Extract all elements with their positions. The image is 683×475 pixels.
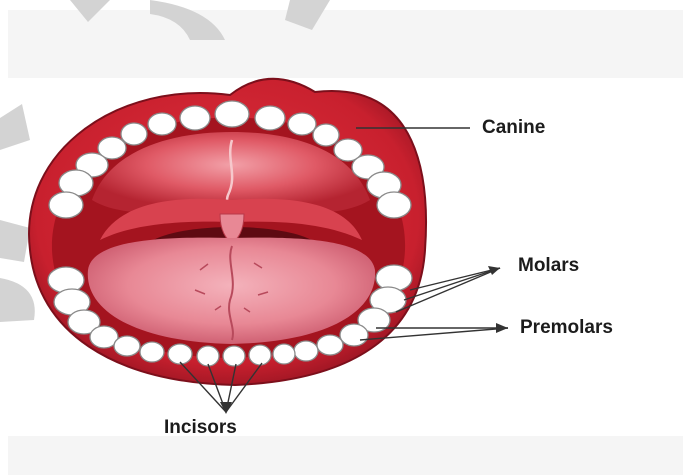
label-premolars: Premolars xyxy=(520,318,613,337)
watermark-stroke-3 xyxy=(285,0,330,30)
tooth-upper-3 xyxy=(255,106,285,130)
tooth-upper-7 xyxy=(313,124,339,146)
arrowhead-premolars xyxy=(496,323,508,333)
tooth-lower-16 xyxy=(249,345,271,365)
tooth-upper-4 xyxy=(148,113,176,135)
tooth-upper-5 xyxy=(288,113,316,135)
label-incisors: Incisors xyxy=(164,418,237,437)
watermark-stroke-2 xyxy=(150,0,225,40)
tooth-lower-15 xyxy=(223,346,245,366)
watermark-stroke-5 xyxy=(0,220,30,262)
watermark-stroke-1 xyxy=(70,0,110,22)
tooth-lower-14 xyxy=(197,346,219,366)
tooth-lower-9 xyxy=(114,336,140,356)
tooth-upper-6 xyxy=(121,123,147,145)
tooth-upper-15 xyxy=(377,192,411,218)
label-molars: Molars xyxy=(518,256,579,275)
watermark-stroke-6 xyxy=(0,278,35,322)
tooth-lower-12 xyxy=(294,341,318,361)
tooth-upper-2 xyxy=(215,101,249,127)
tooth-lower-13 xyxy=(168,344,192,364)
label-canine: Canine xyxy=(482,118,545,137)
tooth-lower-11 xyxy=(140,342,164,362)
tooth-lower-17 xyxy=(273,344,295,364)
tooth-lower-8 xyxy=(340,324,368,346)
watermark-stroke-4 xyxy=(0,104,30,150)
tooth-upper-14 xyxy=(49,192,83,218)
tooth-lower-10 xyxy=(317,335,343,355)
tooth-upper-1 xyxy=(180,106,210,130)
